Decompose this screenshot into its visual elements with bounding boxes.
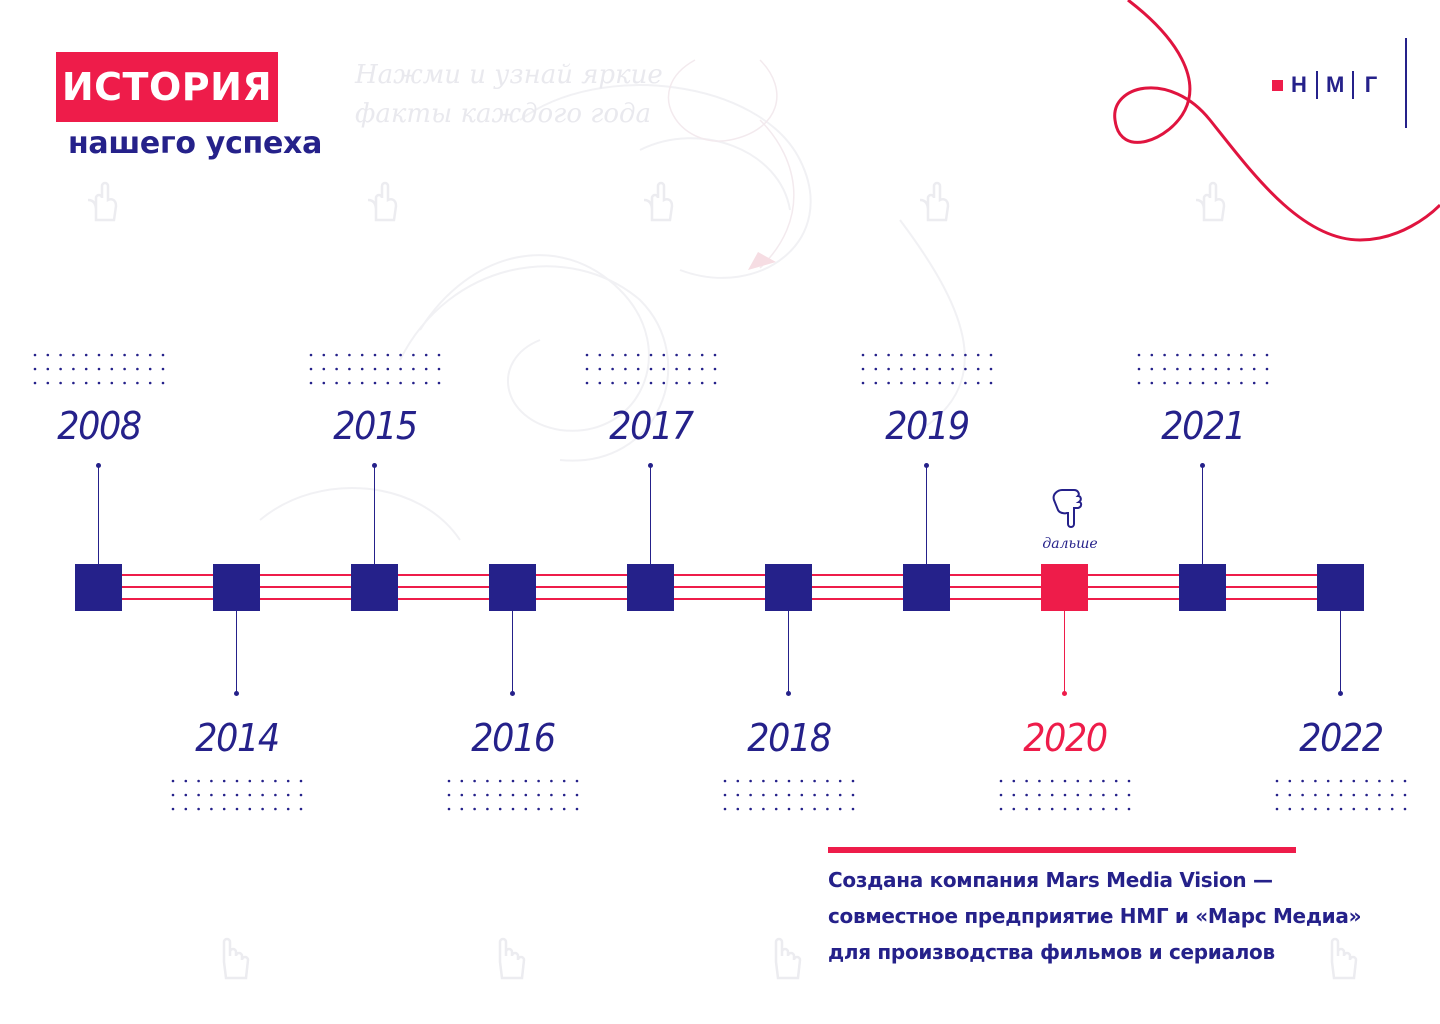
timeline-line xyxy=(98,574,1340,576)
timeline-node-2018[interactable] xyxy=(765,564,812,611)
timeline-stem xyxy=(787,611,790,693)
hand-cursor-icon xyxy=(498,937,526,980)
year-label-2021[interactable]: 2021 xyxy=(1160,404,1246,448)
timeline-stem-dot xyxy=(1062,691,1067,696)
timeline-node-2015[interactable] xyxy=(351,564,398,611)
timeline-node-2014[interactable] xyxy=(213,564,260,611)
timeline-stem-dot xyxy=(234,691,239,696)
logo-square xyxy=(1272,79,1283,91)
dot-grid xyxy=(309,353,440,385)
dot-grid xyxy=(723,779,854,811)
timeline-stem xyxy=(1063,611,1066,693)
logo-letter: Г xyxy=(1364,72,1378,97)
year-label-2019[interactable]: 2019 xyxy=(884,404,970,448)
hand-cursor-icon xyxy=(774,937,802,980)
timeline-stem xyxy=(1201,466,1204,564)
hint-text: Нажми и узнай яркие факты каждого года xyxy=(355,60,663,129)
nmg-logo[interactable]: Н М Г xyxy=(1272,70,1380,100)
timeline-stem-dot xyxy=(96,463,101,468)
timeline-node-2008[interactable] xyxy=(75,564,122,611)
timeline-node-2021[interactable] xyxy=(1179,564,1226,611)
logo-divider xyxy=(1352,71,1354,99)
page-title: ИСТОРИЯ xyxy=(56,52,278,122)
year-label-2016[interactable]: 2016 xyxy=(470,716,556,760)
timeline-stem xyxy=(373,466,376,564)
timeline-line xyxy=(98,586,1340,588)
timeline-line xyxy=(98,598,1340,600)
hand-cursor-icon xyxy=(222,937,250,980)
timeline-node-2020[interactable] xyxy=(1041,564,1088,611)
pointing-hand-icon xyxy=(643,181,674,222)
dot-grid xyxy=(585,353,716,385)
info-text: Создана компания Mars Media Vision — сов… xyxy=(828,862,1388,970)
timeline-stem xyxy=(1339,611,1342,693)
info-line: для производства фильмов и сериалов xyxy=(828,940,1275,964)
dot-grid xyxy=(1137,353,1268,385)
year-label-2020[interactable]: 2020 xyxy=(1022,716,1108,760)
timeline-stem-dot xyxy=(1200,463,1205,468)
timeline-stem-dot xyxy=(648,463,653,468)
timeline-stem xyxy=(97,466,100,564)
dot-grid xyxy=(447,779,578,811)
year-label-2015[interactable]: 2015 xyxy=(332,404,418,448)
logo-vertical-bar xyxy=(1405,38,1407,128)
timeline-node-2022[interactable] xyxy=(1317,564,1364,611)
hand-cursor-icon xyxy=(1330,937,1358,980)
timeline-stem xyxy=(649,466,652,564)
year-label-2022[interactable]: 2022 xyxy=(1298,716,1384,760)
pointing-hand-icon xyxy=(919,181,950,222)
logo-letter: Н xyxy=(1291,72,1307,97)
timeline-stem-dot xyxy=(1338,691,1343,696)
dot-grid xyxy=(171,779,302,811)
year-label-2017[interactable]: 2017 xyxy=(608,404,694,448)
timeline-stem xyxy=(925,466,928,564)
timeline-stem-dot xyxy=(786,691,791,696)
timeline-stem xyxy=(511,611,514,693)
pointing-hand-icon xyxy=(87,181,118,222)
info-line: Создана компания Mars Media Vision — xyxy=(828,868,1273,892)
timeline-node-2016[interactable] xyxy=(489,564,536,611)
timeline-stem xyxy=(235,611,238,693)
timeline-node-2017[interactable] xyxy=(627,564,674,611)
dot-grid xyxy=(33,353,164,385)
year-label-2018[interactable]: 2018 xyxy=(746,716,832,760)
logo-divider xyxy=(1316,71,1318,99)
info-accent-bar xyxy=(828,847,1296,853)
pointing-hand-icon xyxy=(1052,489,1083,528)
timeline-node-2019[interactable] xyxy=(903,564,950,611)
year-label-2014[interactable]: 2014 xyxy=(194,716,280,760)
logo-letter: М xyxy=(1326,72,1345,97)
info-line: совместное предприятие НМГ и «Марс Медиа… xyxy=(828,904,1362,928)
dot-grid xyxy=(999,779,1130,811)
dot-grid xyxy=(861,353,992,385)
timeline-stem-dot xyxy=(372,463,377,468)
timeline-stem-dot xyxy=(924,463,929,468)
year-label-2008[interactable]: 2008 xyxy=(56,404,142,448)
page-subtitle: нашего успеха xyxy=(68,126,323,161)
timeline-stem-dot xyxy=(510,691,515,696)
pointing-hand-icon xyxy=(1195,181,1226,222)
next-label[interactable]: дальше xyxy=(1042,536,1098,552)
dot-grid xyxy=(1275,779,1406,811)
pointing-hand-icon xyxy=(367,181,398,222)
